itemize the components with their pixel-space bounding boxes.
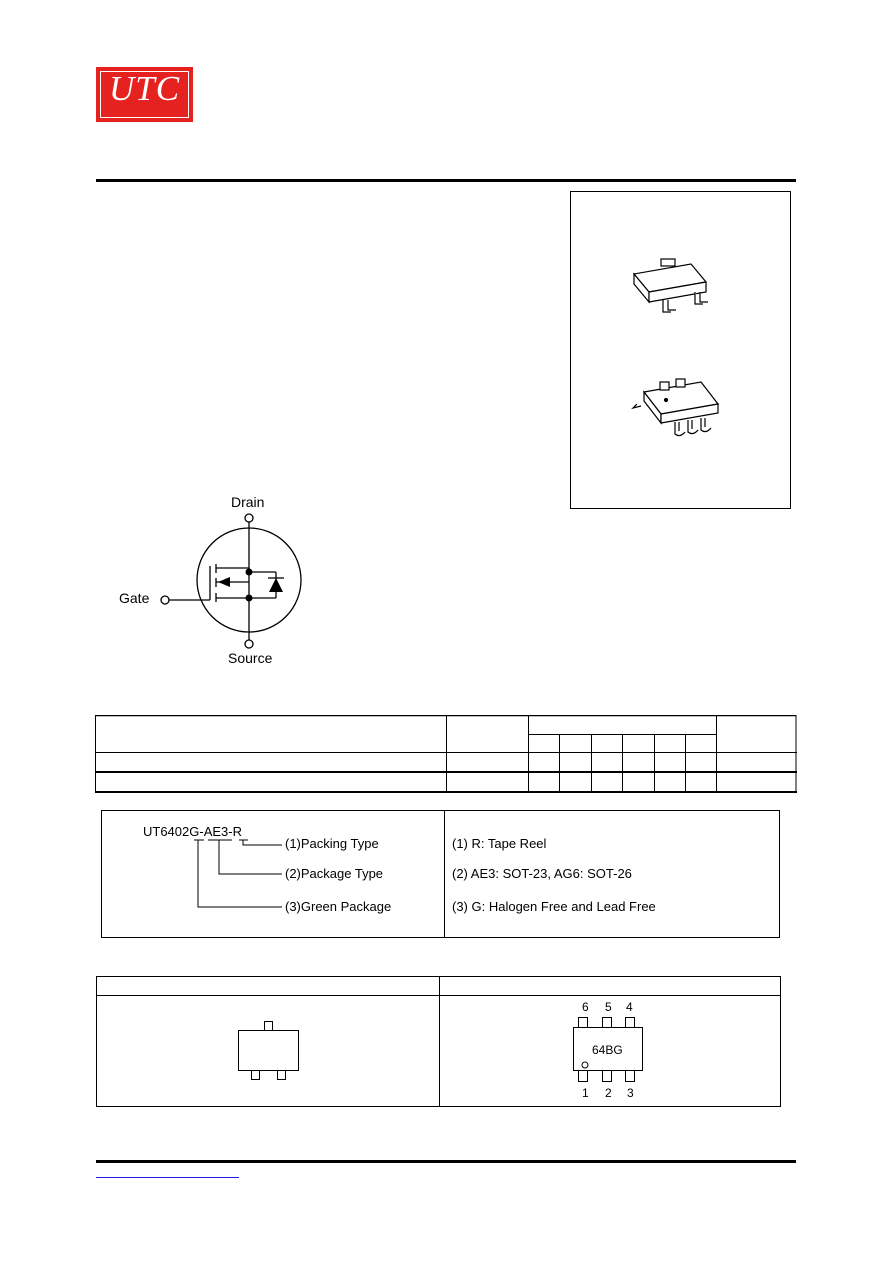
sot23-marking-drawing — [238, 1021, 299, 1080]
sot23-package-icon — [632, 258, 708, 313]
sot26-pin-3: 3 — [627, 1086, 634, 1100]
sot26-pin-1: 1 — [582, 1086, 589, 1100]
packing-type-value: (1) R: Tape Reel — [452, 836, 547, 851]
ordering-information-table — [95, 715, 797, 793]
sot26-marking-text: 64BG — [592, 1043, 623, 1057]
gate-label: Gate — [119, 590, 150, 606]
green-package-value: (3) G: Halogen Free and Lead Free — [452, 899, 656, 914]
logo-border — [100, 71, 189, 118]
logo-text: UTC — [108, 69, 181, 108]
ordering-code-divider — [444, 811, 445, 937]
utc-logo: UTC — [96, 67, 193, 122]
footer-rule — [96, 1160, 796, 1163]
package-type-label: (2)Package Type — [285, 866, 384, 881]
drain-label: Drain — [231, 494, 265, 510]
package-drawings — [631, 258, 720, 437]
marking-divider — [439, 977, 440, 1106]
marking-table — [96, 976, 781, 1107]
sot26-package-icon — [631, 378, 720, 437]
part-number: UT6402G-AE3-R — [143, 824, 242, 839]
header-rule — [96, 179, 796, 182]
sot26-pin-2: 2 — [605, 1086, 612, 1100]
package-type-value: (2) AE3: SOT-23, AG6: SOT-26 — [452, 866, 632, 881]
marking-header-rule — [97, 995, 780, 996]
package-image-box — [570, 191, 791, 509]
green-package-label: (3)Green Package — [285, 899, 392, 914]
mosfet-symbol — [160, 513, 302, 649]
source-label: Source — [228, 650, 273, 666]
sot26-pin-6: 6 — [582, 1000, 589, 1014]
website-link[interactable] — [96, 1177, 239, 1178]
ordering-code-box — [101, 810, 780, 938]
sot26-pin-4: 4 — [626, 1000, 633, 1014]
sot26-marking-drawing — [573, 1017, 643, 1082]
packing-type-label: (1)Packing Type — [285, 836, 379, 851]
ordering-code-leaders — [194, 839, 282, 908]
sot26-pin-5: 5 — [605, 1000, 612, 1014]
